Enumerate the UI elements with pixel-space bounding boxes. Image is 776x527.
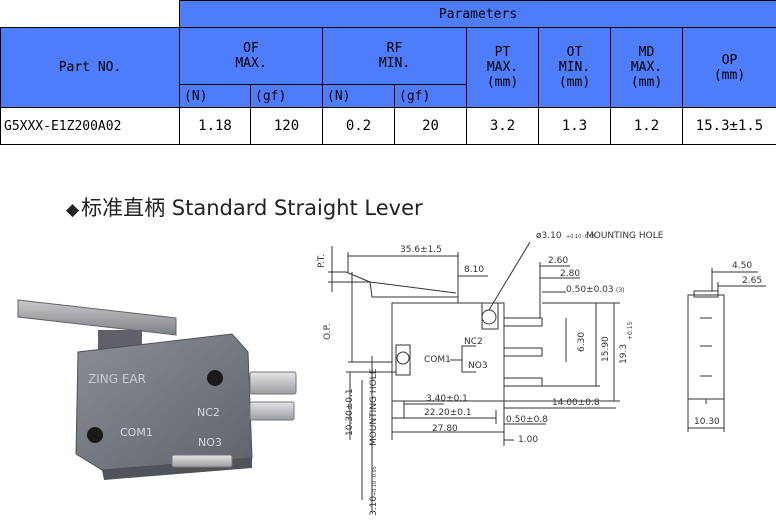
dim-0-50-note: (3): [616, 287, 625, 294]
op-value: 15.3±1.5: [681, 107, 776, 145]
dim-22-20: 22.20±0.1: [424, 408, 472, 418]
dim-6-30: 6.30: [577, 332, 587, 352]
rf-gf-value: 20: [394, 107, 467, 145]
dim-1-00: 1.00: [518, 435, 538, 445]
pt-unit: (mm): [486, 75, 519, 90]
of-unit-gf: (gf): [250, 84, 323, 108]
md-label: MD: [638, 45, 655, 60]
dim-10-30v: 10.30±0.1: [345, 388, 355, 436]
dim-8-10: 8.10: [464, 265, 484, 275]
md-header: MD MAX. (mm): [610, 27, 683, 108]
dim-19-3-tol: +0.15: [627, 321, 634, 340]
of-gf-value: 120: [250, 107, 323, 145]
pt-sub: MAX.: [486, 60, 519, 75]
dim-10-30h: 10.30: [694, 417, 720, 427]
pt-label: P.T.: [317, 254, 327, 268]
part-no-value: G5XXX-E1Z200A02: [0, 107, 180, 145]
dim-19-3: 19.3: [619, 344, 629, 364]
ot-header: OT MIN. (mm): [538, 27, 611, 108]
of-header: OF MAX.: [179, 27, 323, 85]
dim-mount-tol: +0.10 -0.05: [566, 234, 596, 240]
ot-sub: MIN.: [558, 60, 591, 75]
switch-photo: ZING EAR NC2 COM1 NO3: [17, 299, 297, 480]
rf-label: RF: [386, 41, 403, 56]
pt-label: PT: [494, 45, 511, 60]
rf-sub: MIN.: [378, 56, 411, 71]
op-label: OP: [721, 52, 738, 68]
dim-2-80: 2.80: [560, 269, 580, 279]
part-no-header: Part NO.: [0, 27, 180, 108]
dim-mount-hole-label: MOUNTING HOLE: [586, 231, 664, 241]
mounting-hole-vertical: MOUNTING HOLE: [369, 368, 379, 446]
rf-unit-gf: (gf): [394, 84, 467, 108]
dimension-drawing: [328, 241, 766, 512]
parameters-table: Parameters Part NO. OF MAX. RF MIN. PT M…: [0, 0, 776, 145]
photo-nc2-text: NC2: [197, 406, 220, 419]
ot-value: 1.3: [538, 107, 611, 145]
op-header: OP (mm): [681, 27, 776, 108]
dim-mount-hole: ø3.10: [536, 231, 562, 241]
dim-15-90: 15.90: [601, 336, 611, 362]
ot-unit: (mm): [558, 75, 591, 90]
of-sub: MAX.: [235, 56, 267, 71]
dim-2-60: 2.60: [548, 256, 568, 266]
photo-no3-text: NO3: [198, 436, 222, 449]
rf-unit-n: (N): [322, 84, 395, 108]
dimension-labels: P.T. O.P. 35.6±1.5 8.10 ø3.10 +0.10 -0.0…: [317, 231, 762, 516]
dim-0-50: 0.50±0.03: [566, 285, 614, 295]
pt-value: 3.2: [466, 107, 539, 145]
blank-corner: [0, 0, 180, 28]
heading-chinese: 标准直柄: [81, 196, 166, 220]
drawing-no3: NO3: [468, 361, 488, 371]
dim-14-00: 14.00±0.8: [552, 398, 600, 408]
dim-2-65: 2.65: [742, 276, 762, 286]
dim-3-40: 3.40±0.1: [426, 394, 468, 404]
section-heading: ◆标准直柄 Standard Straight Lever: [66, 192, 423, 222]
dim-3-10v: 3.10: [369, 496, 379, 516]
of-n-value: 1.18: [179, 107, 251, 145]
dim-0-50b: 0.50±0.8: [506, 415, 548, 425]
dim-3-10v-tol: +0.10 -0.05: [372, 466, 378, 496]
drawing-com1: COM1: [424, 355, 451, 365]
diamond-bullet-icon: ◆: [66, 200, 80, 220]
dim-27-80: 27.80: [432, 424, 458, 434]
rf-n-value: 0.2: [322, 107, 395, 145]
of-unit-n: (N): [179, 84, 251, 108]
of-label: OF: [243, 41, 259, 56]
parameters-header: Parameters: [178, 0, 776, 28]
photo-com1-text: COM1: [120, 426, 153, 439]
md-unit: (mm): [630, 75, 663, 90]
dim-4-50: 4.50: [732, 261, 752, 271]
md-sub: MAX.: [630, 60, 663, 75]
heading-english: Standard Straight Lever: [171, 196, 423, 220]
rf-header: RF MIN.: [322, 27, 467, 85]
ot-label: OT: [566, 45, 583, 60]
drawing-nc2: NC2: [464, 337, 483, 347]
pt-header: PT MAX. (mm): [466, 27, 539, 108]
dim-35-6: 35.6±1.5: [400, 245, 442, 255]
op-label: O.P.: [323, 324, 333, 340]
op-unit: (mm): [713, 67, 746, 83]
photo-brand-text: ZING EAR: [88, 372, 146, 386]
